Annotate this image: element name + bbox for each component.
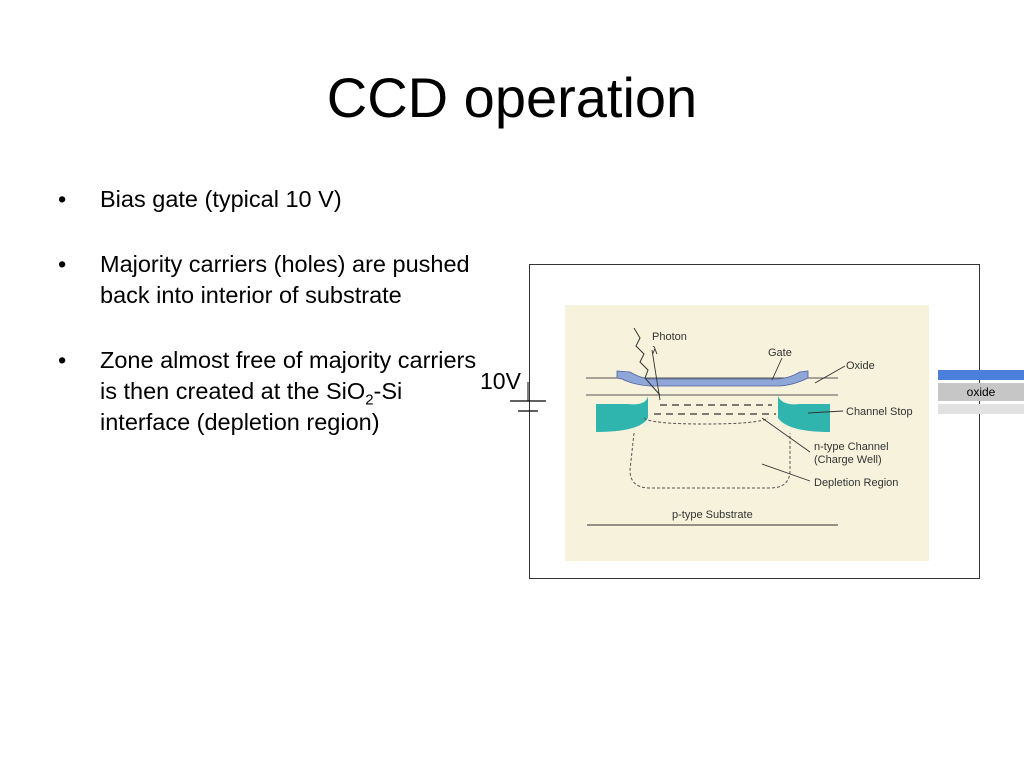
ccd-diagram: Photon λ Gate Oxide Channel Stop n-type … [510, 305, 929, 561]
lambda-label: λ [652, 345, 658, 357]
charge-well-label: (Charge Well) [814, 454, 882, 466]
bullet-marker: • [58, 251, 67, 277]
depletion-boundary-outer [629, 432, 791, 489]
channel-stop-leader [807, 410, 844, 414]
bullet-marker: • [58, 347, 67, 373]
photon-ray-icon [633, 327, 661, 396]
depletion-leader [761, 463, 811, 482]
bullet-item: • Zone almost free of majority carriers … [58, 345, 488, 438]
bullet-text: Zone almost free of majority carriers is… [100, 347, 476, 435]
gate-leader [771, 357, 783, 381]
bullet-item: • Bias gate (typical 10 V) [58, 184, 488, 215]
voltage-label: 10V [480, 368, 521, 394]
bullet-marker: • [58, 186, 67, 212]
depletion-label: Depletion Region [814, 477, 898, 489]
slide-title: CCD operation [326, 66, 698, 129]
channel-stop-left [596, 396, 648, 432]
oxide-legend-light-bar [938, 404, 1024, 414]
n-channel-leader [761, 417, 811, 453]
bullet-list: • Bias gate (typical 10 V) • Majority ca… [58, 184, 488, 472]
bullet-text-part: -Si interface (depletion region) [100, 378, 403, 435]
oxide-legend: oxide [938, 370, 1024, 416]
n-channel-label: n-type Channel [814, 441, 889, 453]
diagram-panel [565, 305, 929, 561]
depletion-boundary-inner [643, 417, 769, 425]
substrate-label: p-type Substrate [672, 509, 753, 521]
gate-label: Gate [768, 347, 792, 359]
bullet-text: Majority carriers (holes) are pushed bac… [100, 251, 470, 308]
bullet-text: Bias gate (typical 10 V) [100, 186, 342, 212]
channel-stop-right [778, 396, 830, 432]
oxide-diagram-label: Oxide [846, 360, 875, 372]
oxide-legend-blue-bar [938, 370, 1024, 380]
bullet-item: • Majority carriers (holes) are pushed b… [58, 249, 488, 311]
subscript-two: 2 [365, 391, 374, 409]
oxide-legend-label: oxide [938, 383, 1024, 401]
photon-arrow-line [651, 349, 661, 401]
oxide-leader [814, 365, 846, 384]
photon-label: Photon [652, 331, 687, 343]
bullet-text-part: Zone almost free of majority carriers is… [100, 347, 477, 404]
channel-stop-label: Channel Stop [846, 406, 913, 418]
